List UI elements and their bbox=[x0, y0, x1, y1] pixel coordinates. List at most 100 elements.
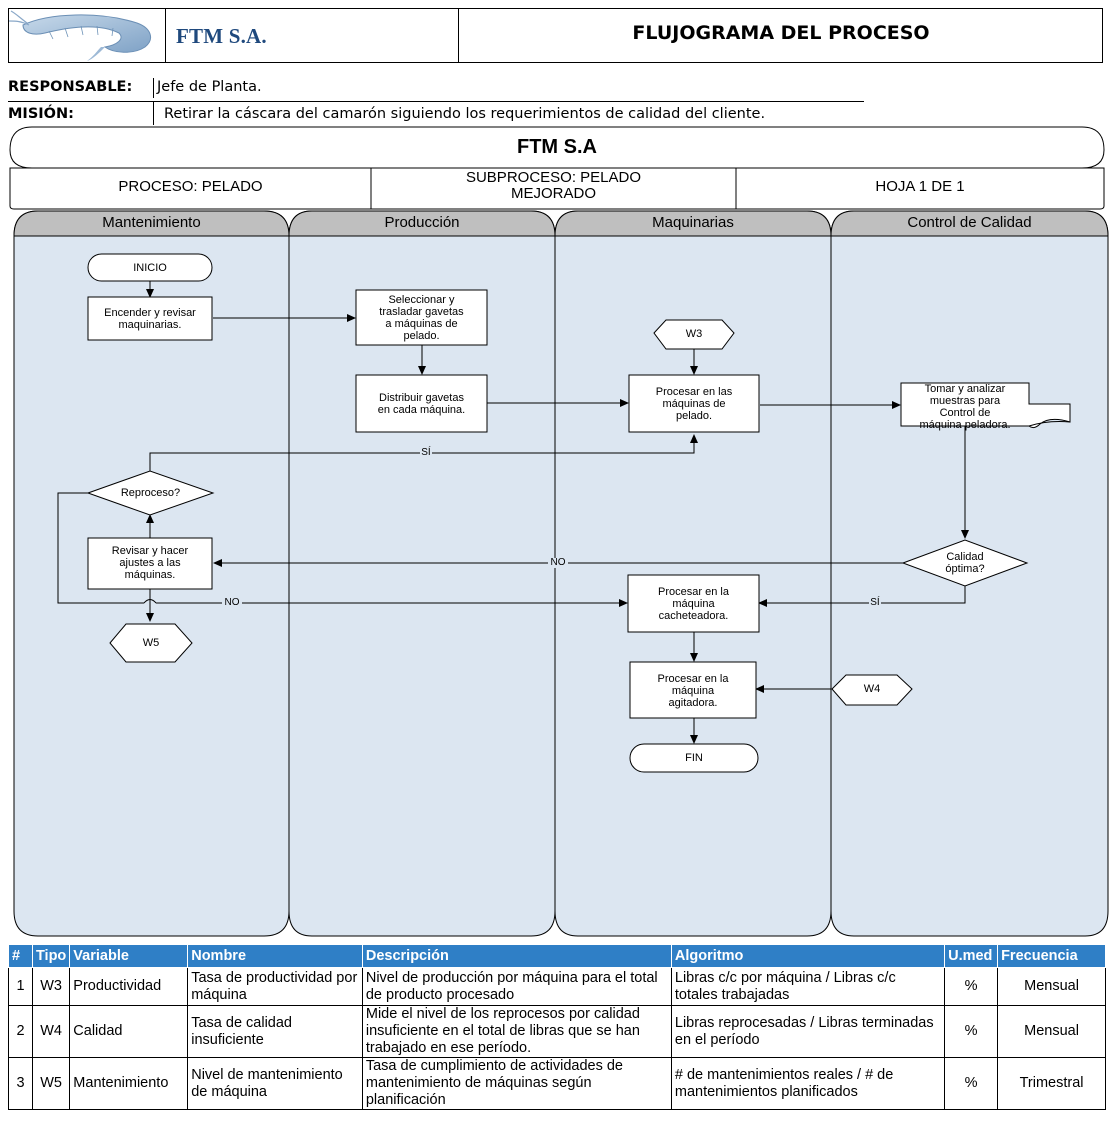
cell-tipo: W3 bbox=[31, 967, 71, 1006]
label-agitadora-line: Procesar en la bbox=[657, 673, 729, 685]
node-w5 bbox=[109, 623, 193, 663]
node-calidad bbox=[901, 539, 1029, 587]
responsable-label: RESPONSABLE: bbox=[8, 79, 133, 95]
title-cell bbox=[459, 8, 1103, 63]
label-cacheteadora: Procesar en la máquina cacheteadora. bbox=[628, 586, 759, 622]
label-cacheteadora-line: cacheteadora. bbox=[658, 610, 729, 622]
label-seleccionar: Seleccionar y trasladar gavetas a máquin… bbox=[356, 294, 487, 342]
label-tomar-line: muestras para bbox=[929, 395, 1001, 407]
cell-variable: Mantenimiento bbox=[69, 1057, 189, 1110]
node-inicio bbox=[87, 253, 213, 282]
node-seleccionar bbox=[355, 289, 488, 346]
subproceso-line-2: MEJORADO bbox=[510, 185, 596, 202]
label-procesar-pelado-line: pelado. bbox=[675, 410, 713, 422]
node-w3 bbox=[653, 319, 735, 350]
label-reproceso: Reproceso? bbox=[120, 487, 181, 499]
document-title: FLUJOGRAMA DEL PROCESO bbox=[632, 22, 930, 44]
cell-variable: Calidad bbox=[69, 1005, 189, 1058]
label-agitadora-line: máquina bbox=[671, 685, 715, 697]
lane-title-maquinarias: Maquinarias bbox=[652, 214, 734, 231]
label-fin: FIN bbox=[685, 752, 703, 764]
node-w4 bbox=[831, 674, 913, 706]
label-calidad-line: óptima? bbox=[945, 563, 985, 575]
diagram-title: FTM S.A bbox=[517, 136, 597, 158]
label-encender-line: maquinarias. bbox=[118, 319, 182, 331]
col-header-descripcion: Descripción bbox=[361, 944, 672, 968]
label-procesar-pelado-line: máquinas de bbox=[662, 398, 726, 410]
cell-nombre: Tasa de productividad por máquina bbox=[187, 967, 363, 1006]
label-tomar-line: Control de bbox=[939, 407, 991, 419]
label-procesar-pelado: Procesar en las máquinas de pelado. bbox=[629, 386, 759, 422]
cell-tipo: W4 bbox=[31, 1005, 71, 1058]
table-row: 3 W5 Mantenimiento Nivel de mantenimient… bbox=[8, 1057, 1106, 1110]
cell-umed: % bbox=[944, 1057, 999, 1110]
cell-algoritmo: # de mantenimientos reales / # de manten… bbox=[670, 1057, 946, 1110]
label-distribuir: Distribuir gavetas en cada máquina. bbox=[356, 392, 487, 416]
cell-frecuencia: Mensual bbox=[997, 967, 1106, 1006]
col-header-frecuencia: Frecuencia bbox=[997, 944, 1106, 968]
logo-cell bbox=[8, 8, 166, 63]
kpi-table: # Tipo Variable Nombre Descripción Algor… bbox=[8, 944, 1106, 1110]
label-cacheteadora-line: máquina bbox=[672, 598, 715, 610]
label-seleccionar-line: pelado. bbox=[403, 330, 440, 342]
label-revisar-line: máquinas. bbox=[124, 569, 176, 581]
node-procesar-pelado bbox=[628, 374, 760, 433]
node-revisar bbox=[87, 537, 213, 590]
label-revisar-line: Revisar y hacer bbox=[111, 545, 189, 557]
cell-variable: Productividad bbox=[69, 967, 189, 1006]
cell-num: 1 bbox=[8, 967, 33, 1006]
responsable-value: Jefe de Planta. bbox=[157, 79, 262, 95]
node-cacheteadora bbox=[627, 574, 760, 633]
node-distribuir bbox=[355, 374, 488, 433]
label-procesar-pelado-line: Procesar en las bbox=[655, 386, 733, 398]
mision-value: Retirar la cáscara del camarón siguiendo… bbox=[164, 106, 766, 122]
col-header-tipo: Tipo bbox=[31, 944, 71, 968]
cell-algoritmo: Libras reprocesadas / Libras terminadas … bbox=[670, 1005, 946, 1058]
cell-umed: % bbox=[944, 1005, 999, 1058]
edge-label-si-top: SÍ bbox=[421, 447, 431, 458]
label-w3: W3 bbox=[685, 328, 703, 340]
label-distribuir-line: Distribuir gavetas bbox=[379, 392, 464, 404]
table-header-row: # Tipo Variable Nombre Descripción Algor… bbox=[8, 944, 1106, 968]
col-header-variable: Variable bbox=[69, 944, 189, 968]
label-revisar: Revisar y hacer ajustes a las máquinas. bbox=[88, 545, 212, 581]
mision-label-cell bbox=[8, 101, 154, 125]
label-w5: W5 bbox=[142, 637, 160, 649]
label-tomar-line: Tomar y analizar bbox=[924, 383, 1006, 395]
diagram-info-frame bbox=[9, 167, 1105, 210]
mision-divider bbox=[154, 101, 864, 102]
cell-nombre: Tasa de calidad insuficiente bbox=[187, 1005, 363, 1058]
label-w4: W4 bbox=[863, 683, 881, 695]
cell-descripcion: Nivel de producción por máquina para el … bbox=[361, 967, 672, 1006]
label-encender-line: Encender y revisar bbox=[104, 307, 196, 319]
mision-label: MISIÓN: bbox=[8, 106, 74, 122]
responsable-label-cell bbox=[8, 78, 154, 98]
proceso-label: PROCESO: PELADO bbox=[118, 178, 263, 195]
node-encender bbox=[87, 296, 213, 341]
cell-descripcion: Tasa de cumplimiento de actividades de m… bbox=[361, 1057, 672, 1110]
label-seleccionar-line: Seleccionar y bbox=[388, 294, 455, 306]
label-calidad: Calidad óptima? bbox=[903, 551, 1027, 575]
label-tomar: Tomar y analizar muestras para Control d… bbox=[899, 383, 1031, 431]
cell-frecuencia: Mensual bbox=[997, 1005, 1106, 1058]
company-cell bbox=[166, 8, 459, 63]
lane-title-control-calidad: Control de Calidad bbox=[907, 214, 1032, 231]
cell-frecuencia: Trimestral bbox=[997, 1057, 1106, 1110]
subproceso-label: SUBPROCESO: PELADO MEJORADO bbox=[371, 170, 736, 202]
hoja-label: HOJA 1 DE 1 bbox=[875, 178, 965, 195]
label-agitadora-line: agitadora. bbox=[668, 697, 718, 709]
label-tomar-line: máquina peladora. bbox=[919, 419, 1011, 431]
cell-descripcion: Mide el nivel de los reprocesos por cali… bbox=[361, 1005, 672, 1058]
label-encender: Encender y revisar maquinarias. bbox=[88, 307, 212, 331]
label-inicio: INICIO bbox=[133, 262, 167, 274]
cell-nombre: Nivel de mantenimiento de máquina bbox=[187, 1057, 363, 1110]
label-seleccionar-line: a máquinas de bbox=[385, 318, 458, 330]
node-fin bbox=[629, 743, 759, 773]
edge-label-si-right: SÍ bbox=[870, 597, 880, 608]
subproceso-line-1: SUBPROCESO: PELADO bbox=[465, 169, 642, 186]
node-reproceso bbox=[86, 470, 215, 516]
edge-label-no-mid: NO bbox=[550, 557, 566, 568]
cell-algoritmo: Libras c/c por máquina / Libras c/c tota… bbox=[670, 967, 946, 1006]
shapes bbox=[86, 253, 1071, 773]
label-calidad-line: Calidad bbox=[946, 551, 984, 563]
